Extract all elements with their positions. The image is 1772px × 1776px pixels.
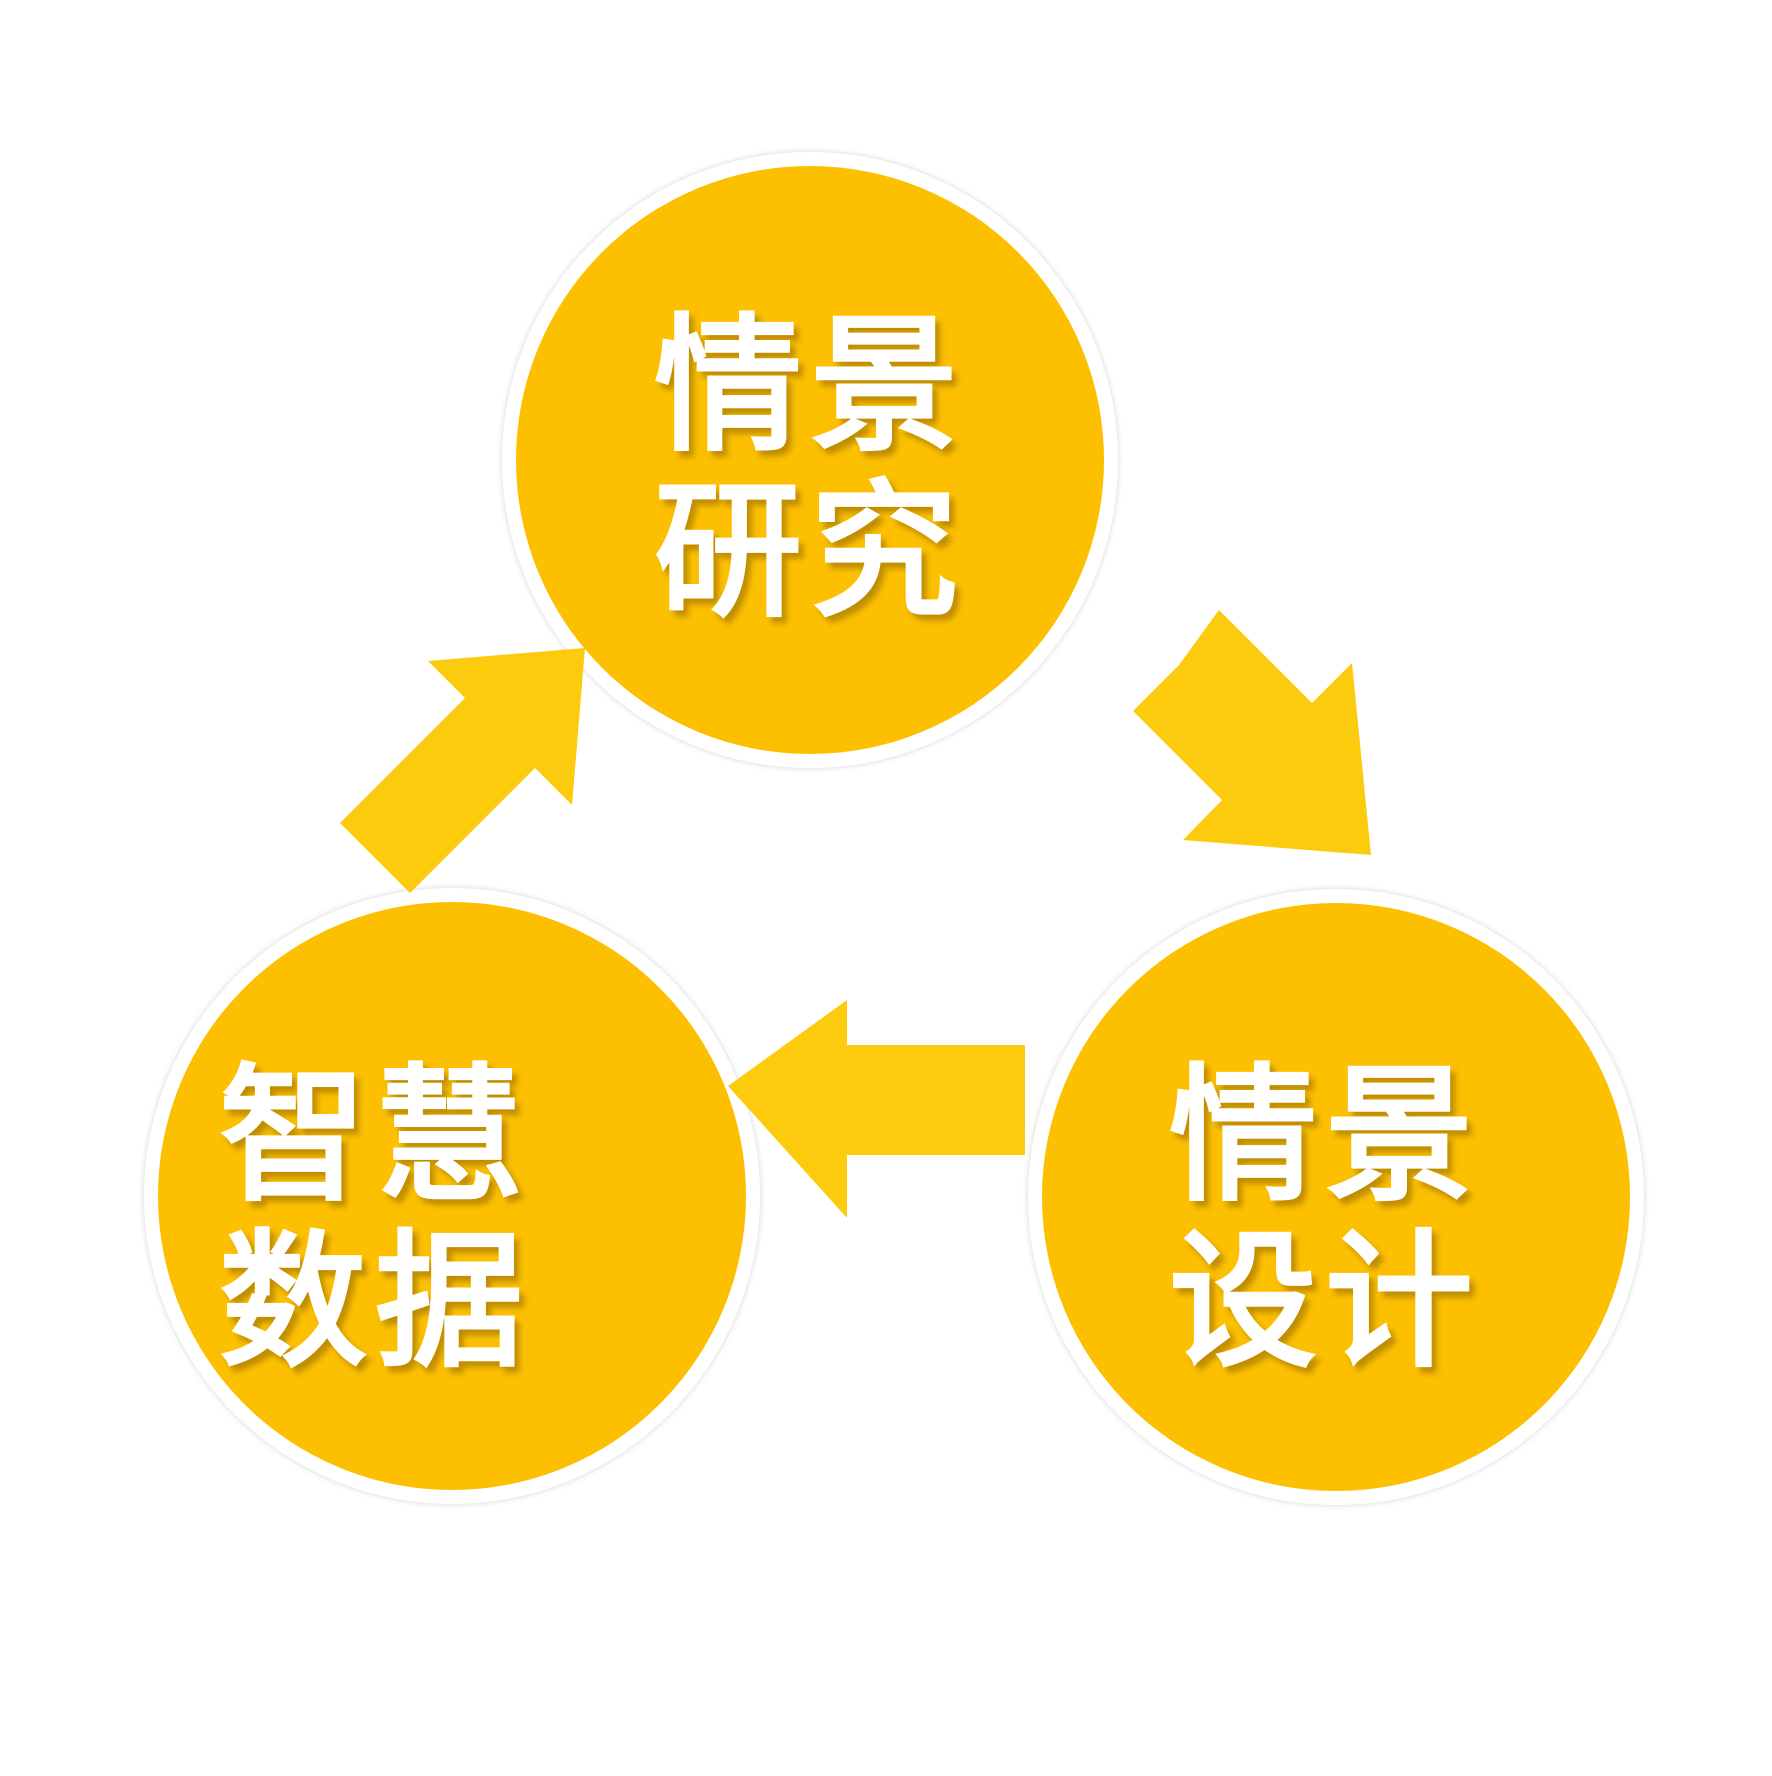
arrow-left-to-top [340, 648, 585, 893]
node-right-line1: 情景 [1169, 1050, 1481, 1223]
arrow-top-to-right [1133, 610, 1371, 855]
node-label-left: 智慧 数据 [150, 1010, 600, 1430]
node-label-right: 情景 设计 [1100, 1010, 1550, 1430]
circle-left [144, 888, 760, 1504]
node-right-line2: 设计 [1169, 1216, 1481, 1388]
node-left-line2: 数据 [219, 1216, 531, 1388]
node-label-top: 情景 研究 [585, 260, 1035, 680]
circle-top [502, 152, 1118, 768]
node-top-line1: 情景 [654, 300, 966, 473]
arrow-right-to-left [728, 1000, 1025, 1218]
node-top-line2: 研究 [654, 466, 966, 638]
circle-right [1028, 889, 1644, 1505]
node-left-line1: 智慧 [219, 1050, 531, 1223]
